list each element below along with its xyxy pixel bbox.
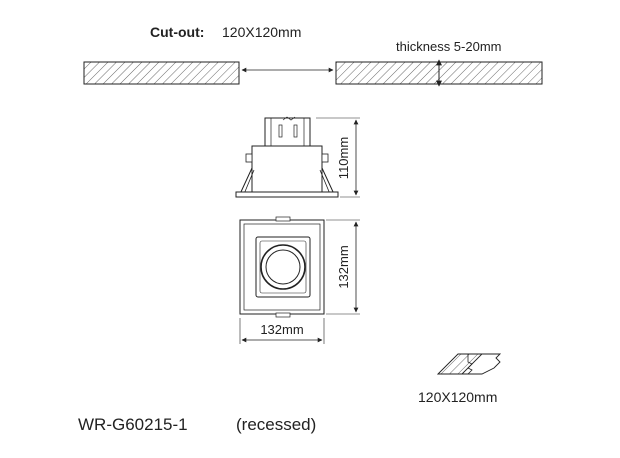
product-model: WR-G60215-1 [78,415,188,434]
front-height-label: 132mm [336,245,351,288]
fixture-side-view [235,116,339,198]
product-note: (recessed) [236,415,316,434]
front-height-dimension [326,219,360,315]
thickness-label: thickness 5-20mm [396,39,501,54]
side-height-label: 110mm [336,137,351,179]
front-width-dimension [239,318,325,344]
front-width-label: 132mm [260,322,303,337]
cutout-value: 120X120mm [222,24,301,40]
side-height-dimension [316,117,360,198]
cutout-label: Cut-out: [150,24,204,40]
cutout-symbol [436,353,502,375]
cutout-symbol-label: 120X120mm [418,389,497,405]
ceiling-panel-left [83,61,240,85]
fixture-front-view [239,216,325,318]
